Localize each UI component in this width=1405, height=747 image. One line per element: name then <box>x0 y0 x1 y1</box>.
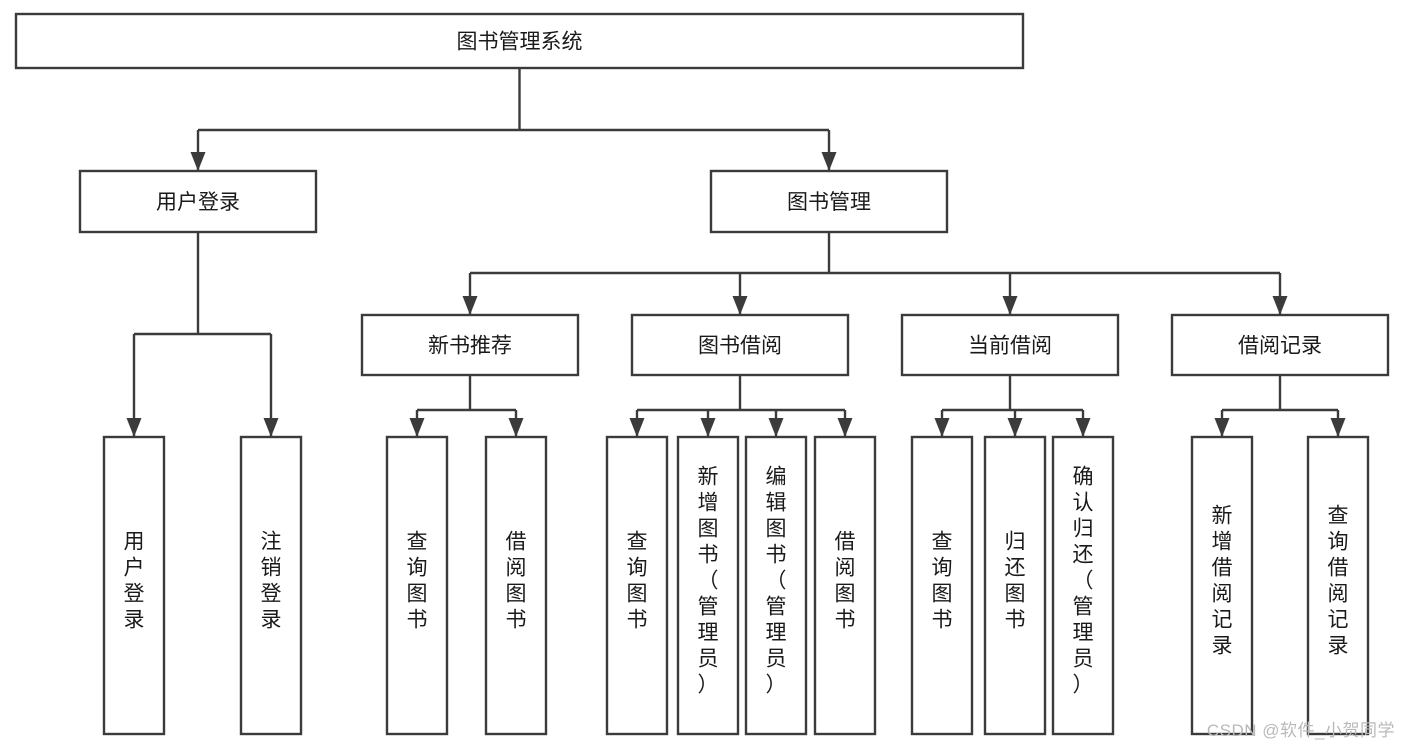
node-label: 新增图书（管理员） <box>698 466 719 697</box>
node-user-login[interactable]: 用户登录 <box>78 169 318 234</box>
arrow-head-icon <box>1272 296 1288 315</box>
node-root[interactable]: 图书管理系统 <box>14 12 1025 70</box>
node-label: 借阅记录 <box>1238 335 1322 358</box>
arrow-head-icon <box>629 418 645 437</box>
node-leaf-query-book-1[interactable]: 查询图书 <box>385 435 449 736</box>
node-leaf-user-logout[interactable]: 注销登录 <box>239 435 303 736</box>
node-new-book-recommend[interactable]: 新书推荐 <box>360 313 580 377</box>
node-label: 确认归还（管理员） <box>1073 466 1094 697</box>
node-label: 查询图书 <box>407 531 428 632</box>
node-label: 借阅图书 <box>506 531 527 632</box>
node-leaf-borrow-book-2[interactable]: 借阅图书 <box>813 435 877 736</box>
node-box <box>239 435 303 736</box>
node-box <box>14 12 1025 70</box>
arrow-head-icon <box>700 418 716 437</box>
node-label: 用户登录 <box>124 531 145 632</box>
arrow-head-icon <box>732 296 748 315</box>
node-box <box>983 435 1047 736</box>
node-box <box>630 313 850 377</box>
node-box <box>1190 435 1254 736</box>
node-book-borrow[interactable]: 图书借阅 <box>630 313 850 377</box>
arrow-head-icon <box>1075 418 1091 437</box>
node-leaf-add-record[interactable]: 新增借阅记录 <box>1190 435 1254 736</box>
node-leaf-confirm-return[interactable]: 确认归还（管理员） <box>1051 435 1115 736</box>
arrow-head-icon <box>1002 296 1018 315</box>
arrow-head-icon <box>126 418 142 437</box>
node-box <box>813 435 877 736</box>
arrow-head-icon <box>768 418 784 437</box>
arrow-head-icon <box>934 418 950 437</box>
arrow-head-icon <box>1330 418 1346 437</box>
node-label: 新增借阅记录 <box>1212 505 1233 658</box>
node-book-manage[interactable]: 图书管理 <box>709 169 949 234</box>
node-box <box>102 435 166 736</box>
node-label: 归还图书 <box>1005 531 1026 632</box>
arrow-head-icon <box>837 418 853 437</box>
node-leaf-borrow-book-1[interactable]: 借阅图书 <box>484 435 548 736</box>
node-box <box>900 313 1120 377</box>
node-label: 用户登录 <box>156 191 240 214</box>
node-box <box>484 435 548 736</box>
node-box <box>1170 313 1390 377</box>
node-leaf-query-book-2[interactable]: 查询图书 <box>605 435 669 736</box>
arrow-head-icon <box>508 418 524 437</box>
arrow-head-icon <box>1007 418 1023 437</box>
node-box <box>910 435 974 736</box>
node-box <box>1306 435 1370 736</box>
arrow-head-icon <box>190 152 206 171</box>
node-label: 新书推荐 <box>428 335 512 358</box>
node-label: 借阅图书 <box>835 531 856 632</box>
arrow-head-icon <box>263 418 279 437</box>
node-box <box>676 435 740 736</box>
node-box <box>744 435 808 736</box>
node-label: 图书管理系统 <box>457 31 583 54</box>
node-borrow-record[interactable]: 借阅记录 <box>1170 313 1390 377</box>
node-label: 图书管理 <box>787 191 871 214</box>
node-label: 编辑图书（管理员） <box>766 466 787 697</box>
node-leaf-query-record[interactable]: 查询借阅记录 <box>1306 435 1370 736</box>
node-box <box>360 313 580 377</box>
arrow-head-icon <box>821 152 837 171</box>
connectors-layer <box>126 68 1346 437</box>
node-label: 查询图书 <box>932 531 953 632</box>
node-label: 注销登录 <box>261 531 282 632</box>
node-leaf-user-login[interactable]: 用户登录 <box>102 435 166 736</box>
node-label: 查询图书 <box>627 531 648 632</box>
nodes-layer: 图书管理系统用户登录图书管理新书推荐图书借阅当前借阅借阅记录用户登录注销登录查询… <box>14 12 1390 736</box>
node-box <box>605 435 669 736</box>
csdn-watermark: CSDN @软件_小贺同学 <box>1206 721 1395 740</box>
node-box <box>385 435 449 736</box>
node-leaf-query-book-3[interactable]: 查询图书 <box>910 435 974 736</box>
node-label: 查询借阅记录 <box>1328 505 1349 658</box>
arrow-head-icon <box>462 296 478 315</box>
node-box <box>709 169 949 234</box>
arrow-head-icon <box>409 418 425 437</box>
node-box <box>1051 435 1115 736</box>
node-label: 图书借阅 <box>698 335 782 358</box>
node-current-borrow[interactable]: 当前借阅 <box>900 313 1120 377</box>
node-leaf-return-book[interactable]: 归还图书 <box>983 435 1047 736</box>
node-label: 当前借阅 <box>968 335 1052 358</box>
node-box <box>78 169 318 234</box>
node-leaf-edit-book[interactable]: 编辑图书（管理员） <box>744 435 808 736</box>
node-leaf-add-book[interactable]: 新增图书（管理员） <box>676 435 740 736</box>
arrow-head-icon <box>1214 418 1230 437</box>
